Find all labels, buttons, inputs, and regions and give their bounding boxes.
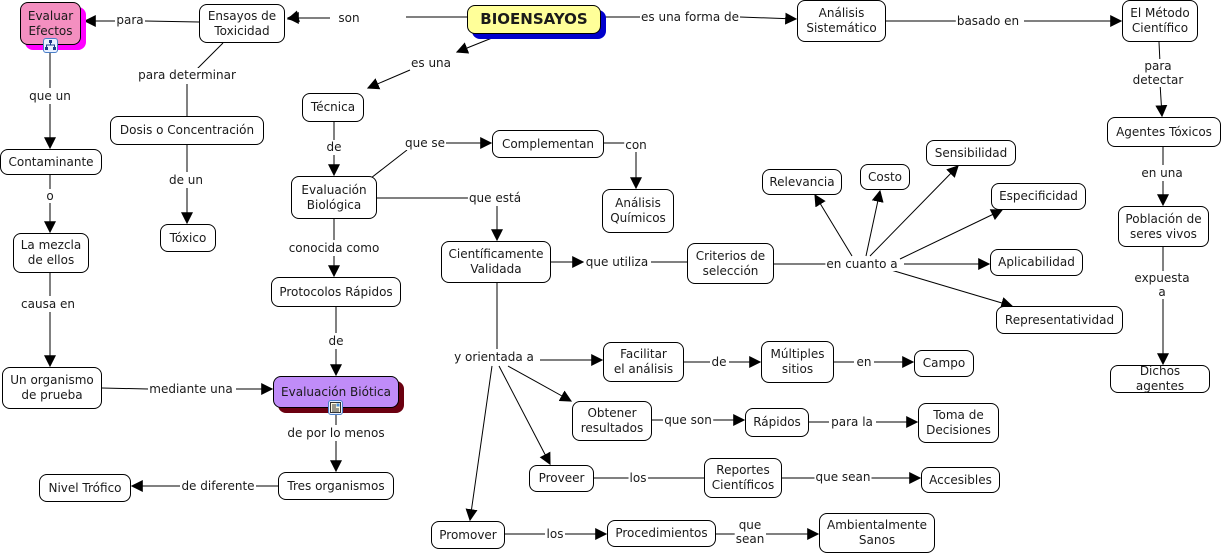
concept-nivel-trofico[interactable]: Nivel Trófico [39, 474, 131, 502]
connection-arrow [465, 365, 493, 522]
link-que-un: que un [28, 89, 72, 103]
concept-analisis-sistematico[interactable]: Análisis Sistemático [797, 0, 886, 42]
link-para-la: para la [830, 415, 874, 429]
concept-organismo-prueba[interactable]: Un organismo de prueba [2, 367, 102, 409]
concept-ambientalmente-sanos[interactable]: Ambientalmente Sanos [819, 513, 935, 553]
connection-arrow [366, 69, 411, 90]
link-los-proveer: los [628, 471, 648, 485]
connection-arrow [869, 165, 959, 257]
concept-aplicabilidad[interactable]: Aplicabilidad [990, 249, 1083, 276]
link-en-cuanto-a: en cuanto a [825, 257, 899, 271]
concept-proveer[interactable]: Proveer [529, 465, 594, 492]
connection-arrow [498, 365, 551, 466]
link-los-promover: los [545, 527, 565, 541]
concept-toxico[interactable]: Tóxico [160, 224, 216, 252]
link-para: para [115, 13, 145, 27]
concept-contaminante[interactable]: Contaminante [0, 149, 102, 175]
concept-rapidos[interactable]: Rápidos [745, 408, 809, 437]
concept-criterios[interactable]: Criterios de selección [687, 243, 774, 284]
concept-toma-decisiones[interactable]: Toma de Decisiones [918, 403, 999, 443]
connection-arrow [1155, 82, 1168, 118]
connection-arrow [814, 193, 853, 257]
concept-ensayos-toxicidad[interactable]: Ensayos de Toxicidad [199, 4, 285, 43]
link-son: son [337, 11, 361, 25]
link-para-determinar: para determinar [137, 68, 237, 82]
connection-line [195, 42, 224, 71]
concept-mezcla[interactable]: La mezcla de ellos [13, 233, 89, 273]
link-que-son: que son [663, 413, 713, 427]
connection-line [144, 20, 200, 23]
link-mediante-una: mediante una [148, 382, 234, 396]
connection-arrow [865, 189, 884, 257]
concept-relevancia[interactable]: Relevancia [762, 169, 842, 195]
concept-dichos-agentes[interactable]: Dichos agentes [1110, 364, 1210, 393]
link-o: o [45, 189, 55, 203]
connection-arrow [507, 365, 573, 402]
concept-evaluar-efectos[interactable]: Evaluar Efectos [20, 2, 81, 45]
concept-especificidad[interactable]: Especificidad [991, 183, 1086, 210]
concept-representatividad[interactable]: Representatividad [996, 306, 1123, 334]
concept-agentes-toxicos[interactable]: Agentes Tóxicos [1107, 117, 1221, 147]
concept-costo[interactable]: Costo [860, 164, 910, 190]
concept-tres-organismos[interactable]: Tres organismos [278, 472, 394, 500]
connection-line [370, 149, 408, 179]
concept-multiples-sitios[interactable]: Múltiples sitios [761, 341, 834, 383]
concept-sensibilidad[interactable]: Sensibilidad [926, 140, 1016, 166]
concept-campo[interactable]: Campo [914, 350, 974, 377]
link-de-un: de un [167, 173, 205, 187]
connection-arrow [899, 209, 1004, 260]
concept-map-resource-icon[interactable] [43, 38, 58, 53]
concept-accesibles[interactable]: Accesibles [921, 467, 1000, 493]
connection-arrow [739, 12, 798, 25]
link-que-se: que se [403, 136, 447, 150]
link-en-multiples: en [855, 355, 873, 369]
concept-obtener-resultados[interactable]: Obtener resultados [572, 401, 652, 441]
document-resource-icon[interactable] [328, 400, 343, 415]
link-de-facilitar: de [710, 355, 728, 369]
link-que-utiliza: que utiliza [584, 255, 650, 269]
concept-tecnica[interactable]: Técnica [302, 93, 364, 122]
concept-metodo-cientifico[interactable]: El Método Científico [1122, 0, 1198, 42]
link-basado-en: basado en [955, 14, 1021, 28]
link-de-por-lo-menos: de por lo menos [286, 426, 386, 440]
concept-cientificamente-validada[interactable]: Científicamente Validada [441, 241, 551, 283]
link-es-una-forma-de: es una forma de [640, 10, 740, 24]
concept-analisis-quimicos[interactable]: Análisis Químicos [602, 189, 674, 233]
concept-bioensayos[interactable]: BIOENSAYOS [467, 5, 601, 34]
connection-arrow [890, 269, 1014, 309]
link-con: con [624, 138, 648, 152]
link-conocida-como: conocida como [287, 241, 381, 255]
link-que-sean: que sean [814, 470, 872, 484]
concept-promover[interactable]: Promover [431, 521, 505, 549]
link-es-una: es una [409, 56, 453, 70]
concept-evaluacion-biologica[interactable]: Evaluación Biológica [291, 176, 377, 219]
link-de-protocolos: de [327, 334, 345, 348]
link-que-sean-2: que sean [734, 518, 766, 546]
concept-dosis[interactable]: Dosis o Concentración [110, 116, 264, 145]
link-de-diferente: de diferente [180, 479, 256, 493]
link-que-esta: que está [467, 191, 523, 205]
link-para-detectar: para detectar [1125, 59, 1191, 87]
concept-protocolos-rapidos[interactable]: Protocolos Rápidos [271, 277, 401, 307]
concept-poblacion[interactable]: Población de seres vivos [1118, 206, 1209, 247]
link-y-orientada-a: y orientada a [453, 350, 535, 364]
connection-line [101, 387, 149, 390]
concept-facilitar[interactable]: Facilitar el análisis [603, 342, 684, 382]
link-en-una: en una [1140, 166, 1184, 180]
concept-evaluacion-biotica[interactable]: Evaluación Biótica [273, 376, 399, 408]
concept-complementan[interactable]: Complementan [492, 130, 604, 158]
link-causa-en: causa en [20, 297, 76, 311]
concept-procedimientos[interactable]: Procedimientos [607, 520, 716, 547]
connection-arrow [455, 35, 498, 54]
concept-reportes-cientificos[interactable]: Reportes Científicos [704, 458, 782, 498]
link-expuesta-a: expuesta a [1131, 271, 1193, 299]
link-de-tecnica: de [325, 140, 343, 154]
